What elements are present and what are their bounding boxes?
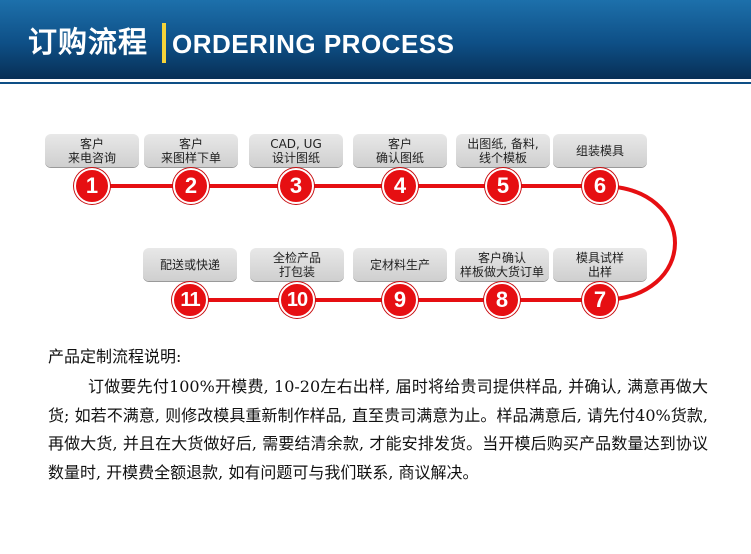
step-box-7: 模具试样 出样 — [553, 248, 647, 281]
step-box-1: 客户 来电咨询 — [45, 134, 139, 167]
step-number-9: 9 — [382, 282, 418, 318]
step-number-6: 6 — [582, 168, 618, 204]
step-number-5: 5 — [485, 168, 521, 204]
step-box-3: CAD, UG 设计图纸 — [249, 134, 343, 167]
step-box-11: 配送或快递 — [143, 248, 237, 281]
step-box-10: 全检产品 打包装 — [250, 248, 344, 281]
step-box-9: 定材料生产 — [353, 248, 447, 281]
step-number-3: 3 — [278, 168, 314, 204]
step-number-7: 7 — [582, 282, 618, 318]
step-number-8: 8 — [484, 282, 520, 318]
step-box-6: 组装模具 — [553, 134, 647, 167]
header-divider — [0, 82, 751, 84]
header-separator — [162, 23, 166, 63]
page-header: 订购流程 ORDERING PROCESS — [0, 0, 751, 79]
step-box-5: 出图纸, 备料, 线个模板 — [456, 134, 550, 167]
step-box-8: 客户确认 样板做大货订单 — [455, 248, 549, 281]
process-description: 产品定制流程说明: 订做要先付100%开模费, 10-20左右出样, 届时将给贵… — [48, 344, 708, 487]
track-curve — [599, 184, 677, 302]
process-track — [92, 184, 677, 302]
description-title: 产品定制流程说明: — [48, 347, 182, 366]
header-title-cn: 订购流程 — [28, 25, 149, 59]
header-title-en: ORDERING PROCESS — [172, 29, 455, 59]
step-number-2: 2 — [173, 168, 209, 204]
step-number-4: 4 — [382, 168, 418, 204]
step-number-10: 10 — [279, 282, 315, 318]
description-body: 订做要先付100%开模费, 10-20左右出样, 届时将给贵司提供样品, 并确认… — [48, 377, 708, 482]
step-number-11: 11 — [172, 282, 208, 318]
step-box-4: 客户 确认图纸 — [353, 134, 447, 167]
step-box-2: 客户 来图样下单 — [144, 134, 238, 167]
step-number-1: 1 — [74, 168, 110, 204]
